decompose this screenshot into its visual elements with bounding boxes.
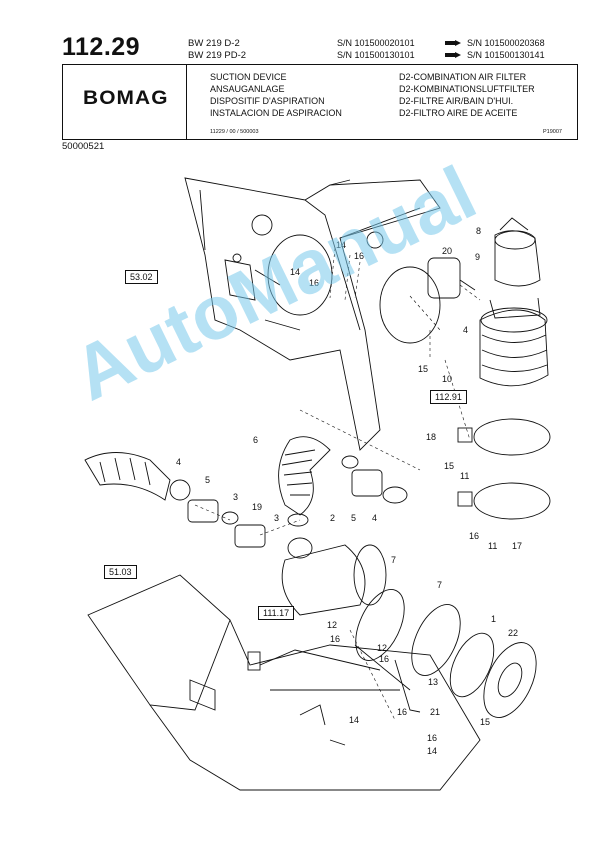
callout-7: 7 bbox=[437, 580, 443, 590]
page-number: 112.29 bbox=[62, 33, 141, 61]
callout-4: 4 bbox=[463, 325, 469, 335]
title-en: SUCTION DEVICE bbox=[210, 72, 287, 82]
arrow-right-icon bbox=[445, 40, 461, 46]
callout-1: 1 bbox=[491, 614, 497, 624]
callout-16: 16 bbox=[309, 278, 320, 288]
sn-2-to: S/N 101500130141 bbox=[467, 50, 545, 60]
callout-16: 16 bbox=[469, 531, 480, 541]
title-fr: DISPOSITIF D'ASPIRATION bbox=[210, 96, 325, 106]
callout-9: 9 bbox=[475, 252, 481, 262]
callout-14: 14 bbox=[427, 746, 438, 756]
callout-2: 2 bbox=[330, 513, 336, 523]
callout-16: 16 bbox=[397, 707, 408, 717]
callout-17: 17 bbox=[512, 541, 523, 551]
callout-5: 5 bbox=[205, 475, 211, 485]
title-block: BOMAG SUCTION DEVICE ANSAUGANLAGE DISPOS… bbox=[62, 64, 578, 140]
engine-housing bbox=[184, 177, 441, 451]
callout-3: 3 bbox=[274, 513, 280, 523]
callout-16: 16 bbox=[427, 733, 438, 743]
subtitle-de: D2-KOMBINATIONSLUFTFILTER bbox=[399, 84, 535, 94]
callout-12: 12 bbox=[377, 643, 388, 653]
callout-15: 15 bbox=[418, 364, 429, 374]
ref-box-111-17: 111.17 bbox=[258, 606, 295, 620]
callout-5: 5 bbox=[351, 513, 357, 523]
intake-hoses bbox=[84, 436, 408, 548]
callout-11: 11 bbox=[460, 471, 470, 481]
ref-code: 11229 / 00 / 500003 bbox=[210, 129, 259, 135]
callout-22: 22 bbox=[508, 628, 519, 638]
callout-16: 16 bbox=[354, 251, 365, 261]
model-1: BW 219 D-2 bbox=[188, 38, 240, 49]
brand-logo: BOMAG bbox=[83, 88, 169, 109]
callout-16: 16 bbox=[330, 634, 341, 644]
callout-4: 4 bbox=[372, 513, 378, 523]
air-filter-assembly bbox=[427, 217, 549, 387]
callout-7: 7 bbox=[391, 555, 397, 565]
callout-16: 16 bbox=[379, 654, 390, 664]
title-es: INSTALACION DE ASPIRACION bbox=[210, 108, 342, 118]
callout-15: 15 bbox=[444, 461, 455, 471]
callout-12: 12 bbox=[327, 620, 338, 630]
doc-number: 50000521 bbox=[62, 141, 105, 152]
callout-20: 20 bbox=[442, 246, 453, 256]
callout-10: 10 bbox=[442, 374, 453, 384]
subtitle-fr: D2-FILTRE AIR/BAIN D'HUI. bbox=[399, 96, 514, 106]
callout-13: 13 bbox=[428, 677, 439, 687]
ref-box-112-91: 112.91 bbox=[430, 390, 467, 404]
sn-1-to: S/N 101500020368 bbox=[467, 38, 545, 48]
exploded-parts-drawing bbox=[84, 177, 551, 791]
plate-code: P19007 bbox=[543, 129, 562, 135]
mounting-rings bbox=[354, 589, 537, 718]
chassis-frame bbox=[87, 574, 481, 791]
ref-box-53-02: 53.02 bbox=[125, 270, 158, 284]
precleaner-cylinder bbox=[281, 537, 387, 616]
sn-2-from: S/N 101500130101 bbox=[337, 50, 415, 60]
callout-11: 11 bbox=[488, 541, 498, 551]
callout-21: 21 bbox=[430, 707, 441, 717]
callout-18: 18 bbox=[426, 432, 437, 442]
ref-box-51-03: 51.03 bbox=[104, 565, 137, 579]
guide-lines bbox=[194, 247, 481, 721]
callout-14: 14 bbox=[336, 240, 347, 250]
filter-clamps bbox=[457, 418, 551, 520]
subtitle-en: D2-COMBINATION AIR FILTER bbox=[399, 72, 527, 82]
callout-15: 15 bbox=[480, 717, 491, 727]
arrow-right-icon bbox=[445, 52, 461, 58]
sn-1-from: S/N 101500020101 bbox=[337, 38, 415, 48]
callout-4: 4 bbox=[176, 457, 182, 467]
callout-14: 14 bbox=[290, 267, 301, 277]
title-de: ANSAUGANLAGE bbox=[210, 84, 285, 94]
callout-6: 6 bbox=[253, 435, 259, 445]
model-2: BW 219 PD-2 bbox=[188, 50, 247, 61]
callout-8: 8 bbox=[476, 226, 482, 236]
subtitle-es: D2-FILTRO AIRE DE ACEITE bbox=[399, 108, 518, 118]
callout-19: 19 bbox=[252, 502, 263, 512]
callout-3: 3 bbox=[233, 492, 239, 502]
callout-14: 14 bbox=[349, 715, 360, 725]
